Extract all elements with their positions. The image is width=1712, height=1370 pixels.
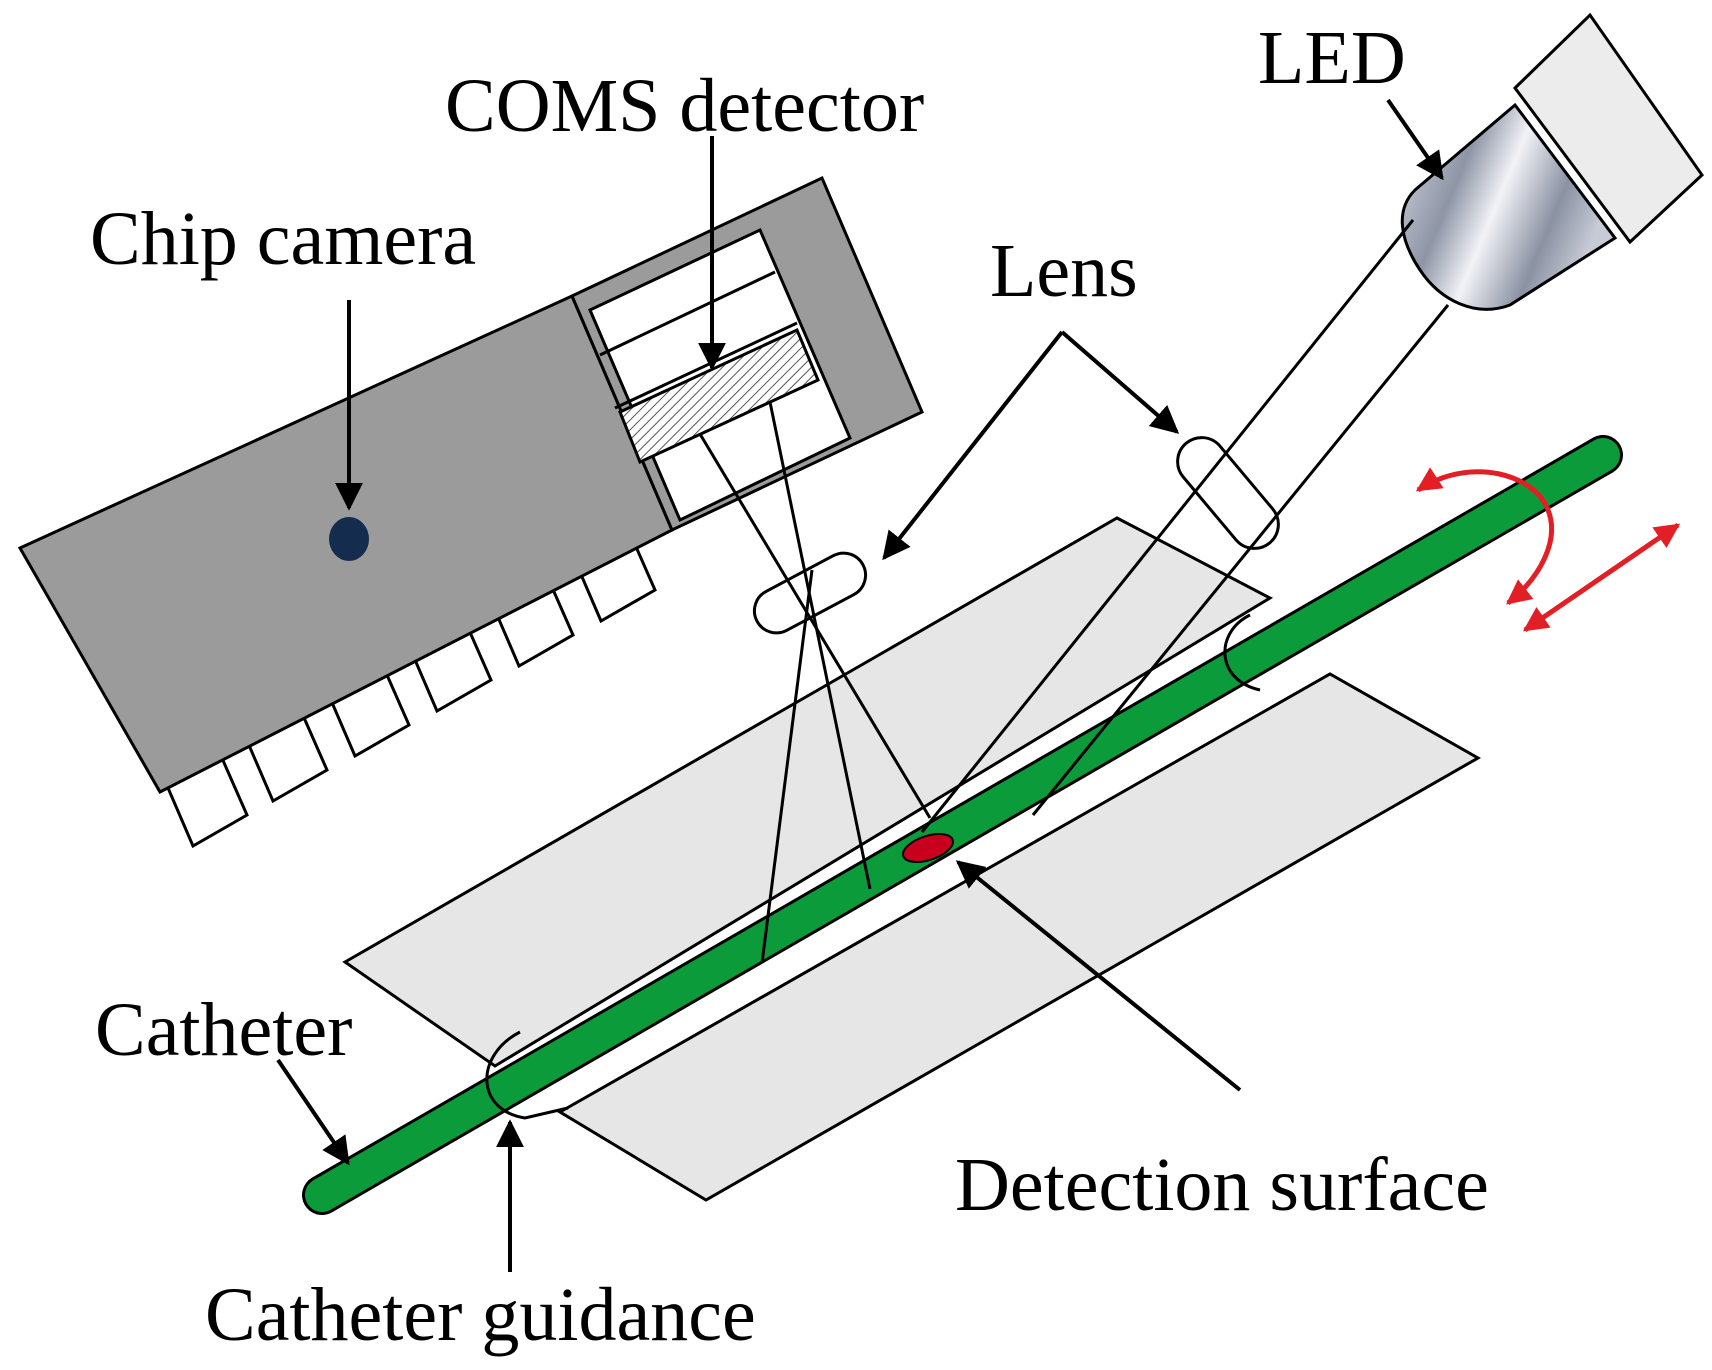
led-arrow	[1386, 98, 1444, 181]
lens-arrow-1	[882, 330, 1064, 561]
coms-detector-chip	[618, 327, 820, 465]
led	[1400, 12, 1704, 311]
label-catheter-guidance: Catheter guidance	[205, 1273, 756, 1357]
led-lens	[1176, 436, 1280, 550]
label-chip-camera: Chip camera	[90, 197, 476, 281]
lens-arrow-2	[1060, 330, 1180, 434]
chip-camera	[17, 175, 924, 849]
optical-rays	[698, 219, 1450, 964]
catheter-tube	[302, 435, 1623, 1215]
label-arrows	[276, 98, 1444, 1272]
label-detection-surface: Detection surface	[955, 1143, 1489, 1227]
led-base	[1513, 12, 1704, 245]
lower-collar	[485, 1030, 569, 1120]
upper-guide-plate	[342, 516, 1274, 1068]
label-coms-detector: COMS detector	[445, 64, 924, 148]
motion-arrows	[1415, 467, 1681, 633]
detection-spot	[901, 833, 955, 863]
camera-lens-dot	[329, 517, 369, 561]
label-lens: Lens	[990, 229, 1138, 313]
upper-collar	[1223, 613, 1261, 692]
led-body	[1400, 102, 1618, 311]
lower-guide-plate	[557, 672, 1482, 1202]
detection-surface-arrow	[955, 860, 1242, 1092]
catheter-arrow	[276, 1058, 350, 1166]
translation-arrow	[1522, 522, 1681, 633]
label-led: LED	[1258, 16, 1406, 100]
label-catheter: Catheter	[95, 988, 352, 1072]
